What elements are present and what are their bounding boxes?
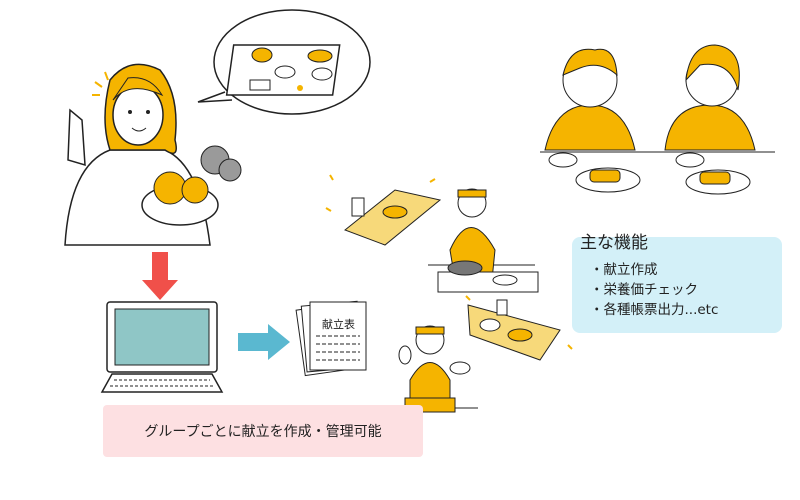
- features-list: 献立作成 栄養価チェック 各種帳票出力...etc: [590, 260, 719, 320]
- blue-arrow-right-icon: [238, 324, 290, 360]
- features-title: 主な機能: [580, 233, 648, 253]
- caption-text: グループごとに献立を作成・管理可能: [144, 424, 382, 440]
- menu-document-icon: [295, 300, 367, 377]
- feature-item: 各種帳票出力...etc: [590, 300, 719, 320]
- feature-item: 献立作成: [590, 260, 718, 280]
- red-arrow-down-icon: [142, 252, 178, 300]
- computer-icon: [100, 301, 224, 393]
- document-label: 献立表: [322, 318, 355, 331]
- feature-item: 栄養価チェック: [590, 280, 718, 300]
- caption-box: グループごとに献立を作成・管理可能: [103, 405, 423, 457]
